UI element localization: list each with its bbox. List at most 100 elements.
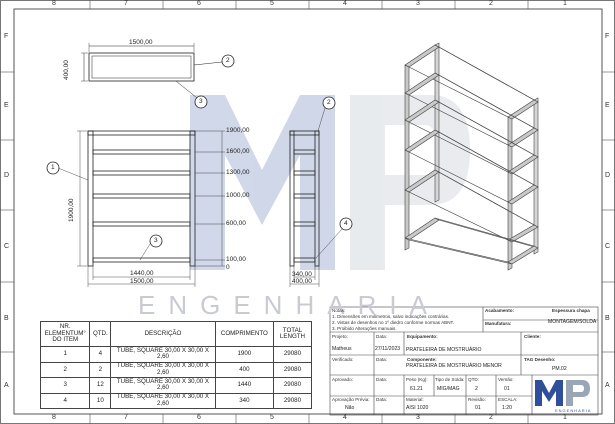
logo-subtitle: ENGENHARIA [555, 408, 592, 413]
table-row: 2 2 TUBE, SQUARE 30,00 X 30,00 X 2,60 40… [39, 361, 313, 378]
table-row: 4 10 TUBE, SQUARE 30,00 X 30,00 X 2,60 3… [39, 392, 313, 409]
bom-qty: 12 [89, 377, 112, 394]
zone-row-e-left: E [4, 102, 9, 109]
projeto-label: Projeto: [332, 334, 348, 339]
note-3: 3. Proibido Alterações manuais. [332, 326, 397, 331]
espessura-label: Espessura chapa [552, 308, 590, 313]
bom-item: 3 [39, 377, 91, 394]
bom-header-qty: QTD. [89, 321, 112, 347]
material-value: AISI 1020 [406, 405, 429, 411]
bom-header-total: TOTAL LENGTH [272, 321, 313, 347]
zone-row-c-right: C [605, 243, 611, 250]
bom-total: 29080 [272, 361, 313, 378]
front-balloon-1: 1 [51, 164, 55, 171]
zone-col-8-top: 8 [52, 0, 56, 7]
sheet-inner-border [13, 8, 603, 415]
bom-desc: TUBE, SQUARE 30,00 X 30,00 X 2,60 [110, 346, 216, 363]
height-1600: 1600,00 [226, 148, 250, 155]
bom-length: 1900 [214, 346, 274, 363]
bom-qty: 10 [89, 392, 112, 409]
title-block-lines [329, 306, 599, 416]
peso-value: 61.21 [410, 386, 423, 392]
watermark-p-shape [350, 95, 470, 270]
top-view-balloon-2: 2 [226, 57, 230, 64]
data-label-3: Data: [376, 377, 387, 382]
versao-label: Versão: [498, 377, 514, 382]
zone-col-4-top: 4 [343, 0, 347, 7]
acabamento-label: Acabamento: [485, 308, 515, 313]
bom-total: 29080 [272, 392, 313, 409]
side-balloon-2: 2 [327, 99, 331, 106]
zone-row-a-left: A [4, 382, 9, 389]
bom-header-length: COMPRIMENTO [214, 321, 274, 347]
zone-col-8-bottom: 8 [52, 414, 56, 421]
outer-width-dim: 1500,00 [130, 278, 154, 285]
versao-value: 01 [504, 386, 510, 392]
revisao-label: Revisão: [468, 397, 486, 402]
height-1300: 1300,00 [226, 169, 250, 176]
zone-row-b-left: B [4, 315, 9, 322]
bom-header-row: NR. ELEMENTUM° DO ITEM QTD. DESCRIÇÃO CO… [39, 321, 313, 347]
zone-row-a-right: A [605, 382, 610, 389]
zone-row-e-right: E [605, 102, 610, 109]
componente-value: PRATELEIRA DE MOSTRUÁRIO MENOR [406, 363, 502, 369]
isometric-view [404, 42, 539, 271]
top-view-width-dim: 1500,00 [129, 39, 153, 46]
verificado-label: Verificado: [332, 357, 354, 362]
bill-of-materials-table: NR. ELEMENTUM° DO ITEM QTD. DESCRIÇÃO CO… [39, 321, 313, 409]
tipo-solda-label: Tipo de Solda: [435, 377, 465, 382]
projeto-value: Matheus [332, 346, 352, 352]
zone-col-6-top: 6 [197, 0, 201, 7]
data-label-2: Data: [376, 357, 387, 362]
bom-header-description: DESCRIÇÃO [110, 321, 216, 347]
top-view-balloon-3: 3 [199, 98, 203, 105]
peso-label: Peso (Kg): [406, 377, 428, 382]
side-outer-depth-dim: 400,00 [292, 278, 312, 285]
notes-title: Notas: [332, 308, 346, 313]
watermark-text: ENGENHARIA [138, 290, 440, 320]
aprovacao-value: Não [345, 405, 355, 411]
zone-row-b-right: B [605, 315, 610, 322]
bom-qty: 4 [89, 346, 112, 363]
height-1000: 1000,00 [226, 192, 250, 199]
height-1900: 1900,00 [226, 127, 250, 134]
zone-col-3-top: 3 [416, 0, 420, 7]
zone-col-3-bottom: 3 [416, 414, 420, 421]
zone-col-4-bottom: 4 [343, 414, 347, 421]
escala-value: 1:20 [502, 405, 512, 411]
bom-desc: TUBE, SQUARE 30,00 X 30,00 X 2,60 [110, 377, 216, 394]
zone-row-d-left: D [4, 172, 10, 179]
total-height-dim: 1900,00 [68, 198, 75, 223]
zone-row-c-left: C [4, 243, 10, 250]
side-view [289, 96, 353, 287]
material-label: Material: [406, 397, 424, 402]
note-1: 1. Dimensões em milímetros, salvo indica… [332, 314, 450, 319]
bom-item: 4 [39, 392, 91, 409]
zone-row-f-left: F [4, 33, 9, 40]
watermark [190, 95, 470, 270]
bom-length: 400 [214, 361, 274, 378]
top-view [81, 43, 235, 109]
aprovado-label: Aprovado: [332, 377, 353, 382]
qtd-value: 2 [475, 386, 478, 392]
revisao-value: 01 [475, 405, 481, 411]
tag-label: TAG Desenho: [524, 357, 556, 362]
tipo-solda-value: MIG/MAG [437, 386, 460, 392]
zone-col-2-bottom: 2 [489, 414, 493, 421]
height-600: 600,00 [226, 220, 246, 227]
qtd-label: QTD: [468, 377, 479, 382]
watermark-m-shape [190, 95, 335, 270]
zone-row-f-right: F [605, 33, 610, 40]
top-view-depth-dim: 400,00 [63, 60, 70, 80]
side-balloon-4: 4 [344, 220, 348, 227]
table-row: 1 4 TUBE, SQUARE 30,00 X 30,00 X 2,60 19… [39, 346, 313, 363]
zone-col-1-bottom: 1 [563, 414, 567, 421]
equipamento-label: Equipamento: [407, 334, 438, 339]
bom-length: 1440 [214, 377, 274, 394]
table-row: 3 12 TUBE, SQUARE 30,00 X 30,00 X 2,60 1… [39, 377, 313, 394]
height-0: 0 [226, 264, 230, 271]
bom-total: 29080 [272, 377, 313, 394]
manufatura-value: MONTAGEM/SOLDA [548, 319, 597, 325]
